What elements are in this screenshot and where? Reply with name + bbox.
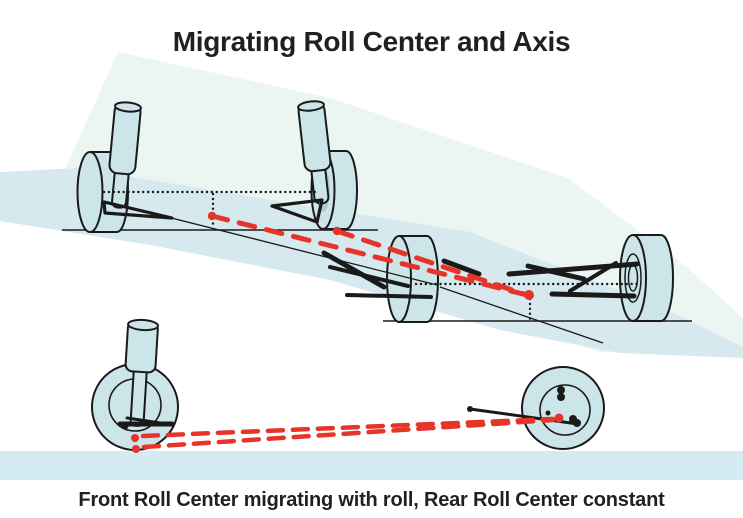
front-roll-center-position-2 (132, 445, 140, 453)
front-left-wheel-face (76, 151, 104, 233)
rear-axle-view (321, 234, 674, 323)
roll-axis-rolled (209, 213, 530, 298)
rear-hub-dot (557, 393, 565, 401)
front-left-strut (108, 101, 142, 209)
bottom-roll-axis-2 (141, 417, 556, 450)
diagram-caption: Front Roll Center migrating with roll, R… (78, 489, 665, 511)
page-title: Migrating Roll Center and Axis (172, 26, 571, 57)
front-axle-rolled-view (76, 100, 358, 233)
rear-right-wheel-hub-outer (624, 253, 642, 303)
front-wheel-front-view (91, 318, 179, 453)
rear-hub-dot (557, 386, 565, 394)
rear-right-wheel (619, 234, 674, 322)
rear-suspension-links (321, 250, 640, 299)
rear-wheel-rear-view (467, 366, 605, 450)
front-roll-center-position-1 (131, 434, 139, 442)
front-roll-center-rolled-dot (207, 211, 217, 221)
front-right-strut (297, 100, 332, 205)
bottom-ground-band (0, 451, 743, 480)
front-view-arm-pivot-dot (121, 422, 129, 430)
rear-view-rim (539, 384, 591, 436)
rear-construction-line (439, 286, 604, 344)
rear-roll-center-dot (524, 290, 534, 300)
roll-axis-static (334, 228, 530, 298)
rear-hub-dot (573, 419, 581, 427)
rear-panhard-mount-dot (467, 406, 473, 412)
rear-hub-dot (545, 410, 551, 416)
background-road-plane (0, 168, 743, 358)
front-construction-line (103, 200, 438, 286)
rear-right-wheel-face (619, 234, 647, 322)
rear-roll-center-bottom-dot (554, 413, 564, 423)
front-view-tie-rod (125, 416, 169, 426)
front-roll-center-static-dot (332, 226, 342, 236)
roll-axis-lines (207, 211, 534, 300)
bottom-roll-axis-1 (140, 416, 556, 439)
bottom-roll-axis-lines (140, 413, 564, 450)
front-right-lower-arm (270, 198, 324, 224)
front-view-strut (124, 318, 160, 427)
